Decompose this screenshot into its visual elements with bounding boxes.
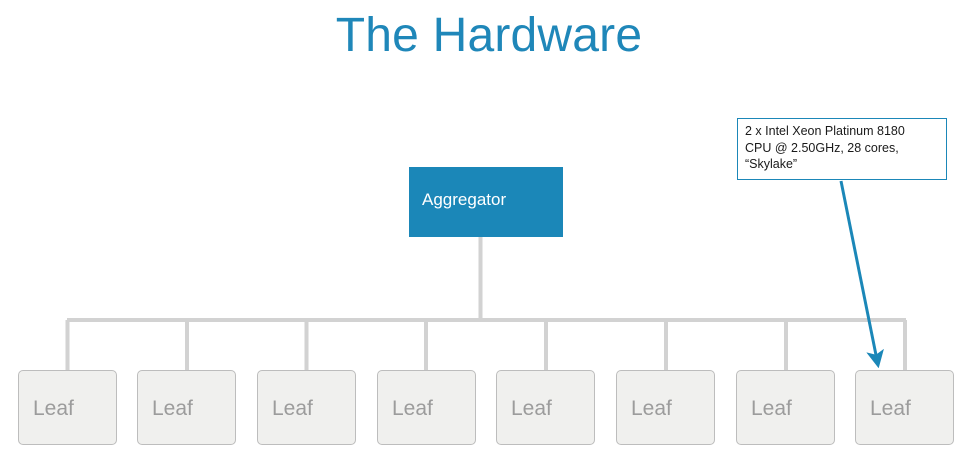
- node-aggregator[interactable]: Aggregator: [409, 167, 563, 237]
- node-leaf-label: Leaf: [33, 396, 74, 420]
- node-leaf-label: Leaf: [631, 396, 672, 420]
- node-leaf-5[interactable]: Leaf: [496, 370, 595, 445]
- node-leaf-label: Leaf: [870, 396, 911, 420]
- callout-line-1: 2 x Intel Xeon Platinum 8180: [745, 124, 905, 138]
- node-leaf-label: Leaf: [392, 396, 433, 420]
- callout-line-2: CPU @ 2.50GHz, 28 cores,: [745, 140, 899, 155]
- node-leaf-3[interactable]: Leaf: [257, 370, 356, 445]
- node-leaf-label: Leaf: [511, 396, 552, 420]
- node-leaf-2[interactable]: Leaf: [137, 370, 236, 445]
- node-leaf-8[interactable]: Leaf: [855, 370, 954, 445]
- node-leaf-6[interactable]: Leaf: [616, 370, 715, 445]
- callout-arrow: [839, 180, 884, 369]
- node-leaf-1[interactable]: Leaf: [18, 370, 117, 445]
- node-leaf-label: Leaf: [751, 396, 792, 420]
- node-aggregator-label: Aggregator: [422, 190, 507, 209]
- node-leaf-label: Leaf: [272, 396, 313, 420]
- page-title: The Hardware: [335, 9, 643, 62]
- node-leaf-7[interactable]: Leaf: [736, 370, 835, 445]
- callout-box: 2 x Intel Xeon Platinum 8180 CPU @ 2.50G…: [737, 118, 947, 180]
- node-leaf-label: Leaf: [152, 396, 193, 420]
- callout-line-3: “Skylake”: [745, 157, 798, 172]
- node-leaf-4[interactable]: Leaf: [377, 370, 476, 445]
